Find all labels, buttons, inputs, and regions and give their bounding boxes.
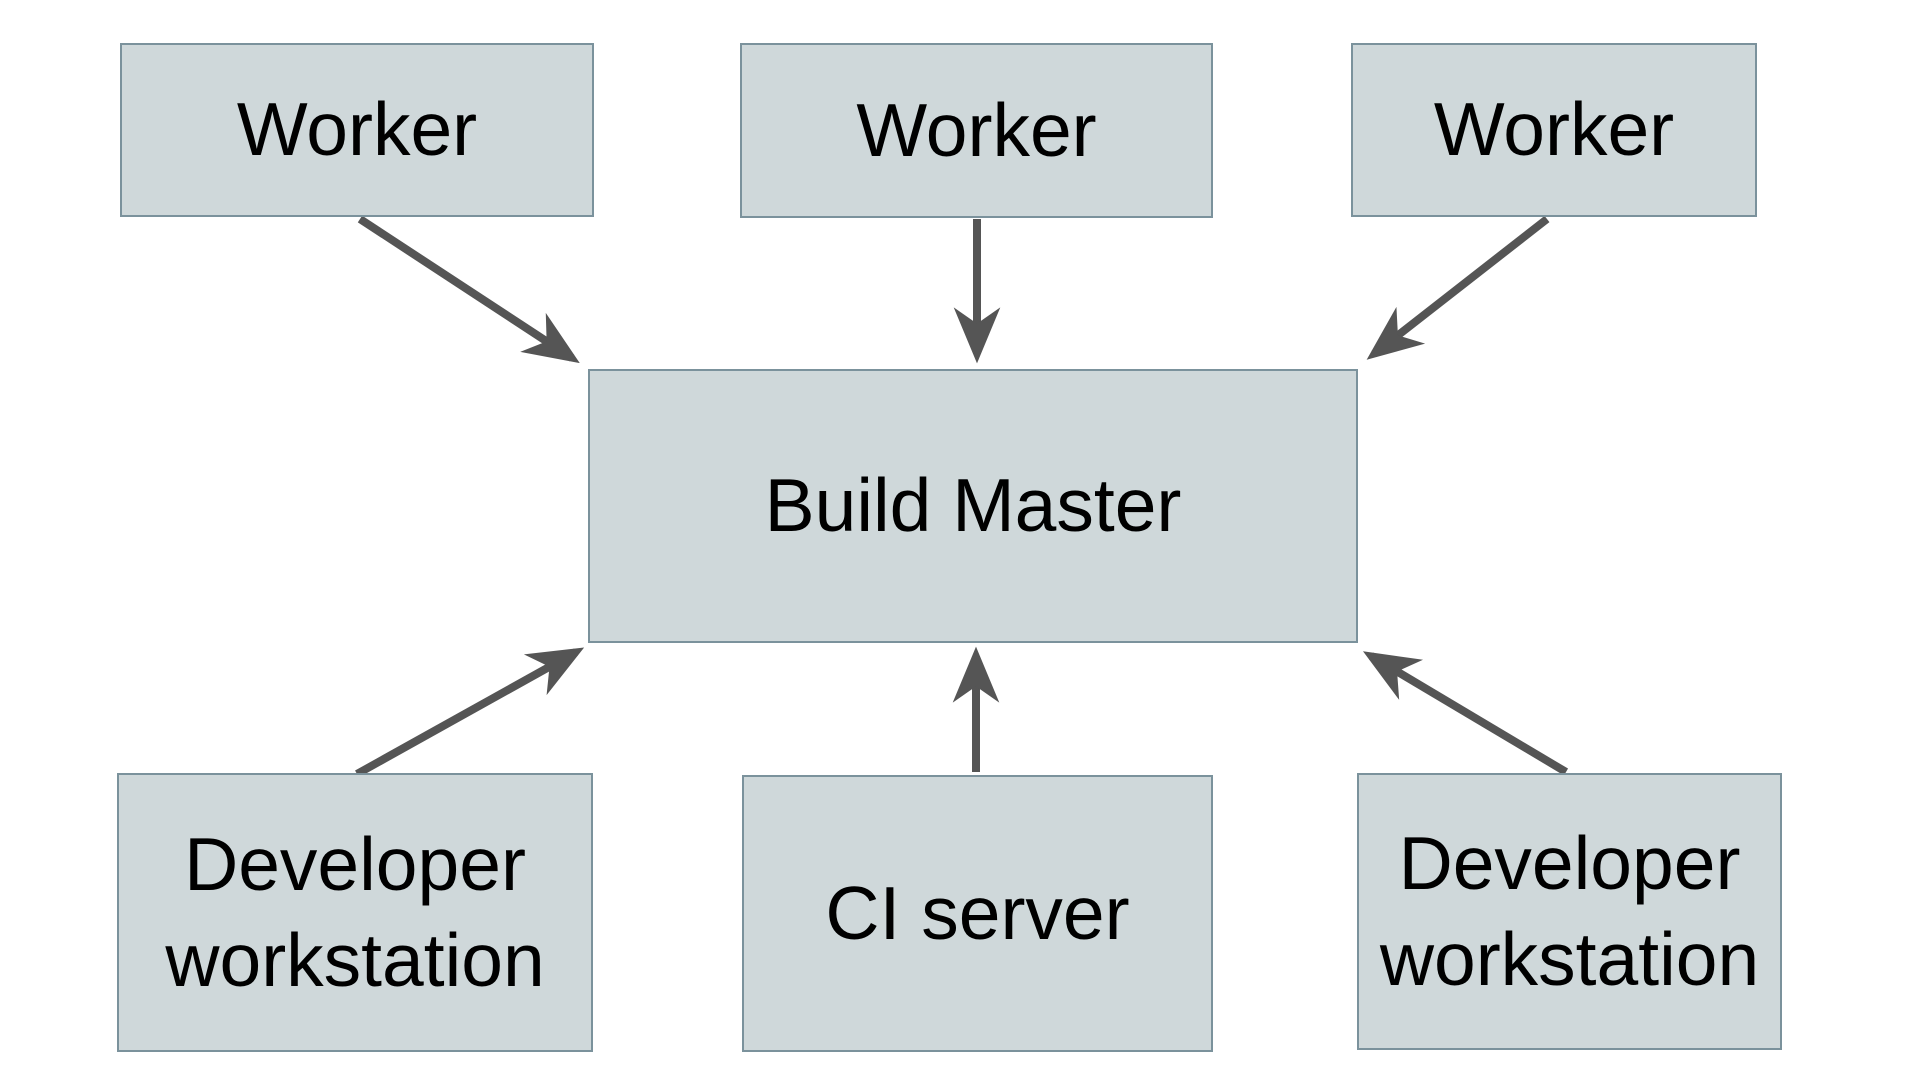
arrow-developer-workstation-right-to-build-master (1362, 651, 1569, 776)
node-ci-server: CI server (742, 775, 1213, 1052)
node-worker-1: Worker (120, 43, 594, 217)
node-label: Build Master (764, 463, 1182, 548)
node-label: Worker (1433, 87, 1675, 172)
node-label: Worker (856, 87, 1097, 172)
node-worker-2: Worker (740, 43, 1213, 218)
node-label: Developer workstation (1379, 821, 1760, 1001)
node-label: Developer workstation (165, 822, 545, 1002)
node-label: CI server (825, 870, 1130, 955)
arrow-worker-3-to-build-master (1366, 215, 1550, 360)
node-build-master: Build Master (588, 369, 1358, 643)
node-worker-3: Worker (1351, 43, 1757, 217)
node-developer-workstation-right: Developer workstation (1357, 773, 1782, 1050)
node-developer-workstation-left: Developer workstation (117, 773, 593, 1052)
arrow-developer-workstation-left-to-build-master (355, 647, 585, 778)
node-label: Worker (236, 87, 478, 172)
arrow-worker-1-to-build-master (357, 215, 580, 364)
